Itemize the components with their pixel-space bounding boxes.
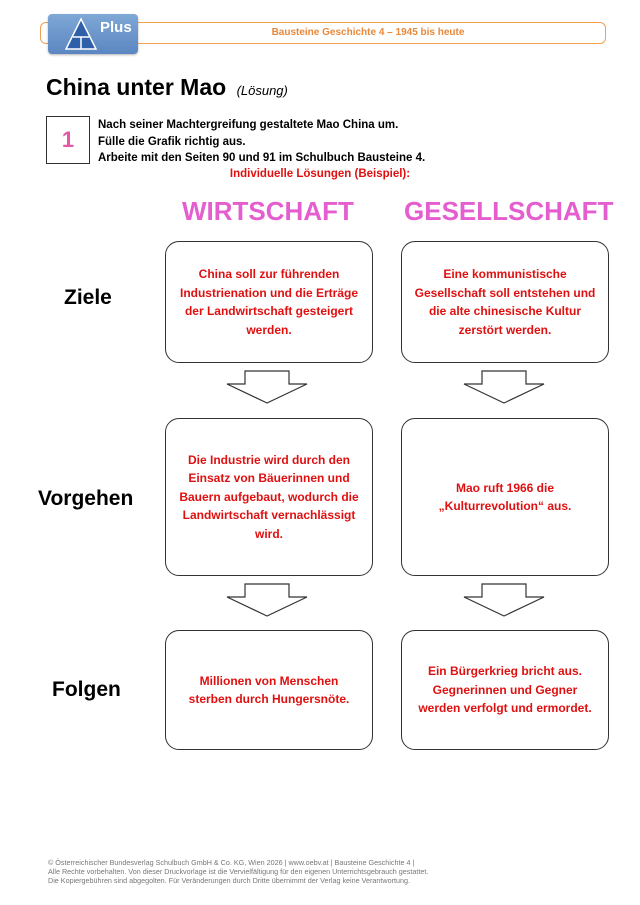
page-title: China unter Mao (Lösung) (46, 74, 288, 101)
footer-line: Die Kopiergebühren sind abgegolten. Für … (48, 876, 410, 885)
row-label-ziele: Ziele (64, 286, 112, 309)
card-ziele-gesellschaft: Eine kommunistische Gesellschaft soll en… (401, 241, 609, 363)
task-number-box: 1 (46, 116, 90, 164)
column-heading-gesellschaft: GESELLSCHAFT (404, 196, 614, 226)
page-title-text: China unter Mao (46, 74, 227, 100)
card-ziele-wirtschaft: China soll zur führenden Industrienation… (165, 241, 373, 363)
instruction-line: Arbeite mit den Seiten 90 und 91 im Schu… (98, 152, 426, 164)
header-title: Bausteine Geschichte 4 – 1945 bis heute (271, 27, 465, 38)
down-arrow-icon (463, 583, 545, 617)
copyright-footer: © Österreichischer Bundesverlag Schulbuc… (48, 858, 428, 885)
instruction-line: Fülle die Grafik richtig aus. (98, 135, 246, 148)
card-vorgehen-wirtschaft: Die Industrie wird durch den Einsatz von… (165, 418, 373, 576)
down-arrow-icon (226, 370, 308, 404)
task-instructions: Nach seiner Machtergreifung gestaltete M… (98, 117, 425, 167)
down-arrow-icon (463, 370, 545, 404)
triangle-logo-icon (64, 17, 98, 50)
solutions-note: Individuelle Lösungen (Beispiel): (229, 168, 411, 180)
instruction-line: Nach seiner Machtergreifung gestaltete M… (98, 119, 399, 131)
column-heading-wirtschaft: WIRTSCHAFT (182, 196, 354, 226)
card-vorgehen-gesellschaft: Mao ruft 1966 die „Kulturrevolution“ aus… (401, 418, 609, 576)
down-arrow-icon (226, 583, 308, 617)
footer-line: Alle Rechte vorbehalten. Von dieser Druc… (48, 867, 429, 876)
card-folgen-wirtschaft: Millionen von Menschen sterben durch Hun… (165, 630, 373, 750)
header-bar: Bausteine Geschichte 4 – 1945 bis heute (40, 22, 606, 44)
page-subtitle: (Lösung) (236, 83, 288, 98)
card-folgen-gesellschaft: Ein Bürgerkrieg bricht aus. Gegnerinnen … (401, 630, 609, 750)
publisher-logo: Plus (48, 14, 138, 54)
row-label-folgen: Folgen (52, 678, 121, 701)
footer-line: © Österreichischer Bundesverlag Schulbuc… (48, 858, 415, 867)
logo-text: Plus (100, 19, 132, 36)
row-label-vorgehen: Vorgehen (38, 487, 134, 510)
